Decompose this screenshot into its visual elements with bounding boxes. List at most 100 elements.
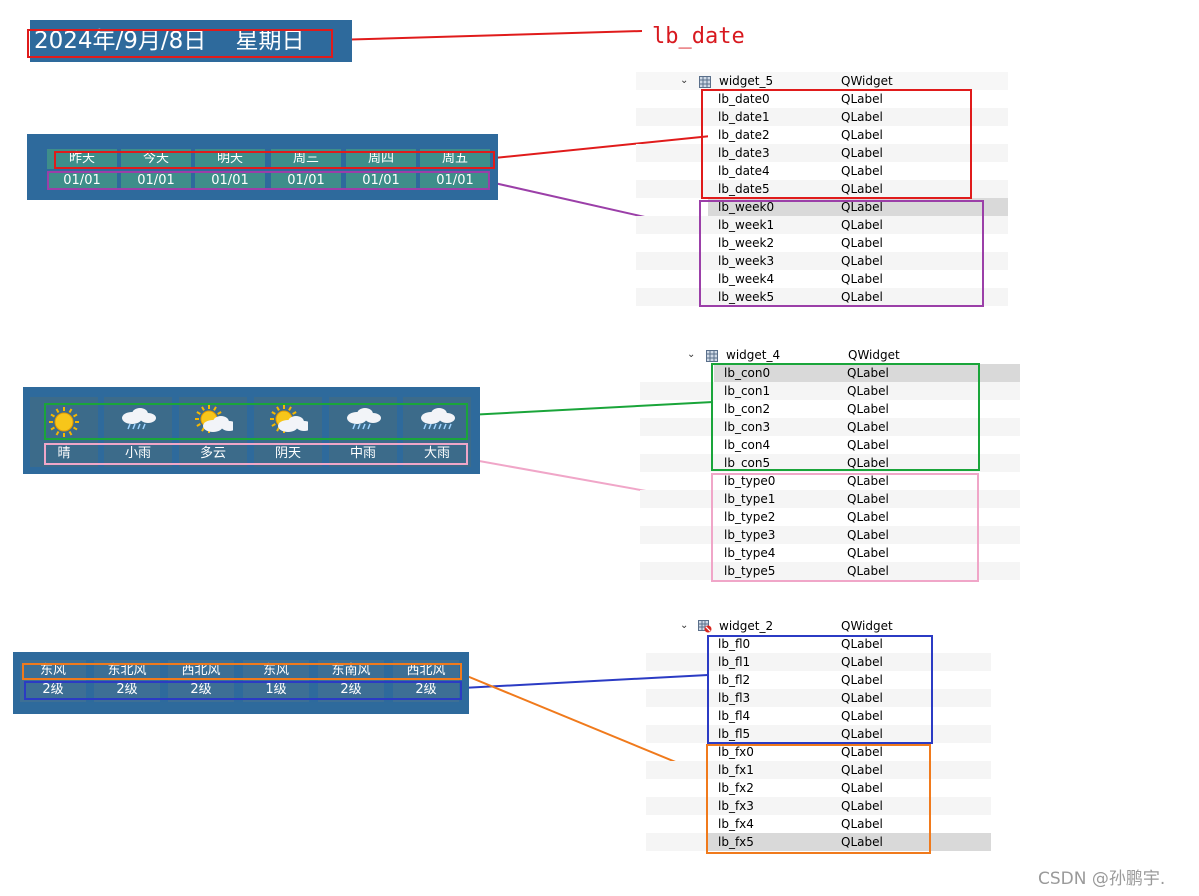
tree-row-name: lb_type4 <box>724 546 776 560</box>
tree-row-type: QLabel <box>841 128 883 142</box>
weather-type-label: 晴 <box>57 446 71 461</box>
connector-date <box>332 30 643 41</box>
tree-row-name: lb_con4 <box>724 438 771 452</box>
tree-row[interactable]: lb_fl5 QLabel <box>708 725 991 743</box>
tree-row-type: QLabel <box>847 564 889 578</box>
connector-levels <box>461 674 709 689</box>
tree-row-type: QLabel <box>841 817 883 831</box>
tree-header-row[interactable]: ⌄ widget_4 QWidget <box>640 346 1020 364</box>
icons-highlight-box <box>44 403 468 440</box>
fl-labels-highlight-box <box>707 635 933 744</box>
widget-grid-icon <box>706 349 718 362</box>
tree-row-type: QLabel <box>847 384 889 398</box>
tree-row-stripe <box>636 108 708 126</box>
tree-row-type: QLabel <box>841 691 883 705</box>
day-label: 明天 <box>195 149 265 169</box>
tree-row-name: lb_week4 <box>718 272 775 286</box>
tree-row-stripe <box>640 526 714 544</box>
tree-row-name: lb_type1 <box>724 492 776 506</box>
dates-highlight-box <box>47 171 490 190</box>
tree-row-name: lb_fx3 <box>718 799 754 813</box>
tree-row-type: QLabel <box>841 146 883 160</box>
tree-row-stripe <box>640 418 714 436</box>
tree-header-row[interactable]: ⌄ widget_2 QWidget <box>646 617 991 635</box>
tree-row-type: QLabel <box>847 474 889 488</box>
fx-labels-highlight-box <box>706 744 931 854</box>
tree-row-name: lb_date1 <box>718 110 770 124</box>
chevron-down-icon[interactable]: ⌄ <box>680 75 689 86</box>
tree-row-stripe <box>646 833 708 851</box>
tree-row-type: QLabel <box>841 727 883 741</box>
tree-row-name: lb_week3 <box>718 254 775 268</box>
date-value: 01/01 <box>195 171 265 190</box>
day-label: 周三 <box>271 149 341 169</box>
tree-row[interactable]: lb_type3 QLabel <box>714 526 1020 544</box>
tree-row-name: lb_week2 <box>718 236 775 250</box>
tree-row-type: QLabel <box>841 110 883 124</box>
tree-row[interactable]: lb_type1 QLabel <box>714 490 1020 508</box>
days-highlight-box <box>54 151 495 169</box>
tree-row-type: QLabel <box>841 218 883 232</box>
tree-row-name: lb_fl5 <box>718 727 751 741</box>
date-value: 01/01 <box>420 171 490 190</box>
wind-level-label: 2级 <box>116 682 138 697</box>
day-label: 昨天 <box>47 149 117 169</box>
tree-row[interactable]: lb_week4 QLabel <box>708 270 1008 288</box>
tree-header-row[interactable]: ⌄ widget_5 QWidget <box>636 72 1008 90</box>
tree-row-type: QLabel <box>841 763 883 777</box>
wind-direction-label: 东风 <box>262 663 289 678</box>
tree-row-type: QLabel <box>841 272 883 286</box>
chevron-down-icon[interactable]: ⌄ <box>680 620 689 631</box>
day-label: 今天 <box>121 149 191 169</box>
tree-row-type: QLabel <box>847 456 889 470</box>
tree-row-name: lb_type3 <box>724 528 776 542</box>
date-text: 2024年/9月/8日 星期日 <box>34 28 305 54</box>
tree-row[interactable]: lb_date1 QLabel <box>708 108 1008 126</box>
sun-cloud-icon <box>193 404 237 438</box>
day-label: 周四 <box>346 149 416 169</box>
tree-row-type: QLabel <box>847 510 889 524</box>
tree-row-type: QLabel <box>847 492 889 506</box>
weather-type-label: 中雨 <box>349 446 376 461</box>
tree-row-type: QLabel <box>847 528 889 542</box>
wind-level-label: 2级 <box>190 682 212 697</box>
tree-row-stripe <box>646 689 708 707</box>
chevron-down-icon[interactable]: ⌄ <box>687 349 696 360</box>
tree-row-type: QLabel <box>841 182 883 196</box>
weather-type-label: 阴天 <box>274 446 301 461</box>
tree-row-name: lb_week5 <box>718 290 775 304</box>
